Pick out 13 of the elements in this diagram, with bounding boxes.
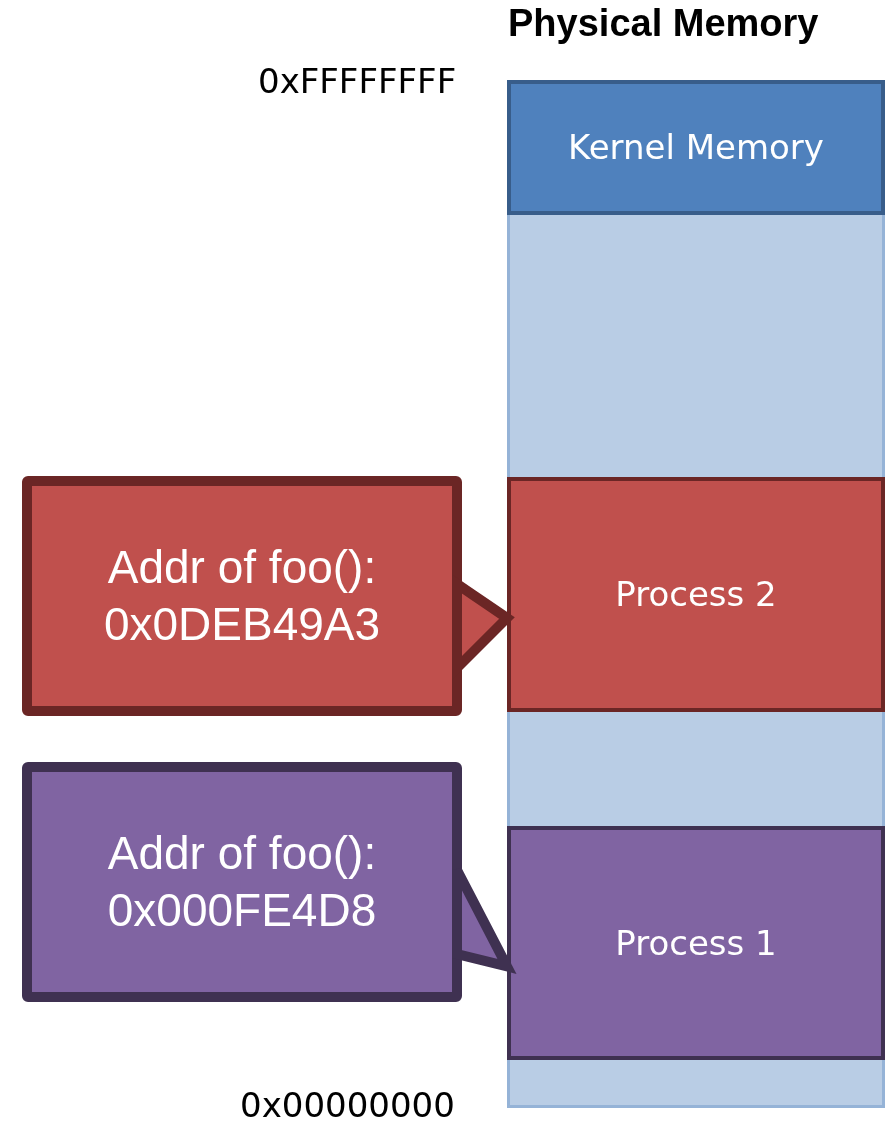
region-label: Process 2	[615, 573, 777, 616]
callout-text: Addr of foo(): 0x000FE4D8	[106, 825, 378, 938]
callout-text: Addr of foo(): 0x0DEB49A3	[102, 539, 382, 652]
callout-box	[22, 476, 462, 716]
region-label: Process 1	[615, 921, 777, 965]
callout-box	[22, 762, 462, 1002]
memory-region	[507, 80, 885, 215]
memory-region	[507, 477, 885, 712]
column-heading: Physical Memory	[508, 2, 819, 45]
address-label: 0xFFFFFFFF	[258, 64, 457, 98]
region-label: Kernel Memory	[568, 126, 824, 169]
memory-region	[507, 826, 885, 1060]
address-label: 0x00000000	[240, 1088, 455, 1122]
